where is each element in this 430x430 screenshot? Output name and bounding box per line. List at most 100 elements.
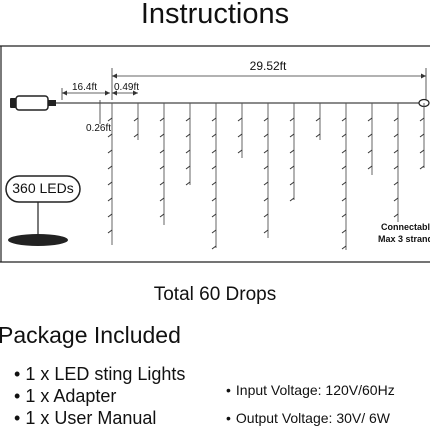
led-bulb-icon (211, 197, 217, 202)
diagram-frame (0, 45, 430, 263)
led-bulb-icon (367, 117, 373, 122)
spec-item-output-voltage: •Output Voltage: 30V/ 6W (226, 410, 391, 426)
total-drops-label: Total 60 Drops (153, 284, 277, 305)
led-bulb-icon (185, 149, 191, 154)
led-bulb-icon (211, 117, 217, 122)
package-item: •1 x Adapter (14, 386, 117, 406)
led-bulb-icon (263, 181, 269, 186)
led-bulb-icon (107, 149, 113, 154)
connectable-label: Connectable (381, 222, 430, 232)
total-length-label: 29.52ft (250, 59, 287, 73)
led-bulb-icon (107, 197, 113, 202)
led-bulb-icon (107, 133, 113, 138)
led-bulb-icon (341, 181, 347, 186)
led-bulb-icon (107, 181, 113, 186)
lead-length-label: 16.4ft (72, 82, 97, 93)
led-bulb-icon (159, 133, 165, 138)
led-bulb-icon (107, 165, 113, 170)
total-length-dimension-arrow-left (112, 73, 117, 79)
led-bulb-icon (159, 117, 165, 122)
light-strand (5, 95, 430, 246)
ground-base-icon (8, 234, 68, 246)
led-bulb-icon (159, 197, 165, 202)
led-bulb-icon (211, 165, 217, 170)
led-bulb-icon (289, 149, 295, 154)
led-bulb-icon (341, 245, 347, 250)
drop-spacing-label: 0.49ft (114, 82, 139, 93)
lead-length-dimension-arrow-left (62, 90, 67, 96)
max-strands-label: Max 3 strand (378, 234, 430, 244)
led-bulb-icon (393, 197, 399, 202)
bullet-icon: • (226, 410, 231, 426)
bullet-icon: • (14, 408, 21, 428)
led-bulb-icon (341, 149, 347, 154)
led-bulb-icon (159, 165, 165, 170)
icicle-light-diagram: 29.52ft 16.4ft 0.49ft 0.26ft Connectable… (0, 45, 430, 263)
adapter-connector-icon (48, 100, 56, 106)
total-length-dimension-arrow-right (421, 73, 426, 79)
led-bulb-icon (263, 133, 269, 138)
led-bulb-icon (237, 149, 243, 154)
led-bulb-icon (263, 165, 269, 170)
led-bulb-icon (263, 213, 269, 218)
led-bulb-icon (367, 133, 373, 138)
package-item: •1 x User Manual (14, 408, 157, 428)
led-bulb-icon (211, 149, 217, 154)
led-bulb-icon (133, 133, 139, 138)
led-bulb-icon (185, 181, 191, 186)
led-bulb-icon (341, 117, 347, 122)
package-item: •1 x LED sting Lights (14, 364, 186, 384)
led-bulb-icon (211, 245, 217, 250)
drop-gap-label: 0.26ft (86, 123, 111, 134)
led-bulb-icon (419, 133, 425, 138)
led-bulb-icon (315, 117, 321, 122)
led-bulb-icon (185, 165, 191, 170)
led-bulb-icon (393, 149, 399, 154)
led-bulb-icon (237, 133, 243, 138)
spec-item-input-voltage: •Input Voltage: 120V/60Hz (226, 382, 395, 398)
led-bulb-icon (419, 149, 425, 154)
bullet-icon: • (226, 382, 231, 398)
led-bulb-icon (263, 117, 269, 122)
dimension-lines (61, 68, 427, 124)
led-bulb-icon (315, 133, 321, 138)
led-bulb-icon (237, 117, 243, 122)
led-bulb-icon (341, 197, 347, 202)
led-bulb-icon (185, 133, 191, 138)
led-bulb-icon (263, 197, 269, 202)
led-count-badge-label: 360 LEDs (12, 180, 73, 196)
led-bulb-icon (341, 213, 347, 218)
led-bulb-icon (159, 181, 165, 186)
bullet-icon: • (14, 364, 21, 384)
led-bulb-icon (289, 165, 295, 170)
led-bulb-icon (419, 165, 425, 170)
led-bulb-icon (393, 117, 399, 122)
drop-spacing-dimension-arrow-left (112, 90, 117, 96)
led-bulb-icon (367, 149, 373, 154)
led-bulb-icon (341, 229, 347, 234)
led-bulb-icon (289, 117, 295, 122)
led-bulb-icon (393, 165, 399, 170)
drop-spacing-dimension-arrow-right (133, 90, 138, 96)
led-bulb-icon (289, 133, 295, 138)
led-bulb-icon (289, 197, 295, 202)
page-title: Instructions (140, 0, 290, 30)
led-bulb-icon (211, 181, 217, 186)
package-heading: Package Included (0, 322, 181, 348)
lead-length-dimension-arrow-right (105, 90, 110, 96)
led-bulb-icon (133, 117, 139, 122)
led-bulb-icon (107, 229, 113, 234)
led-bulb-icon (263, 149, 269, 154)
led-bulb-icon (341, 133, 347, 138)
led-bulb-icon (341, 165, 347, 170)
led-bulb-icon (107, 213, 113, 218)
led-bulb-icon (211, 133, 217, 138)
led-bulb-icon (393, 181, 399, 186)
plug-prongs-icon (10, 98, 16, 108)
led-bulb-icon (185, 117, 191, 122)
led-bulb-icon (393, 133, 399, 138)
icicle-drops (107, 103, 425, 250)
led-bulb-icon (289, 181, 295, 186)
led-bulb-icon (107, 117, 113, 122)
led-bulb-icon (393, 213, 399, 218)
